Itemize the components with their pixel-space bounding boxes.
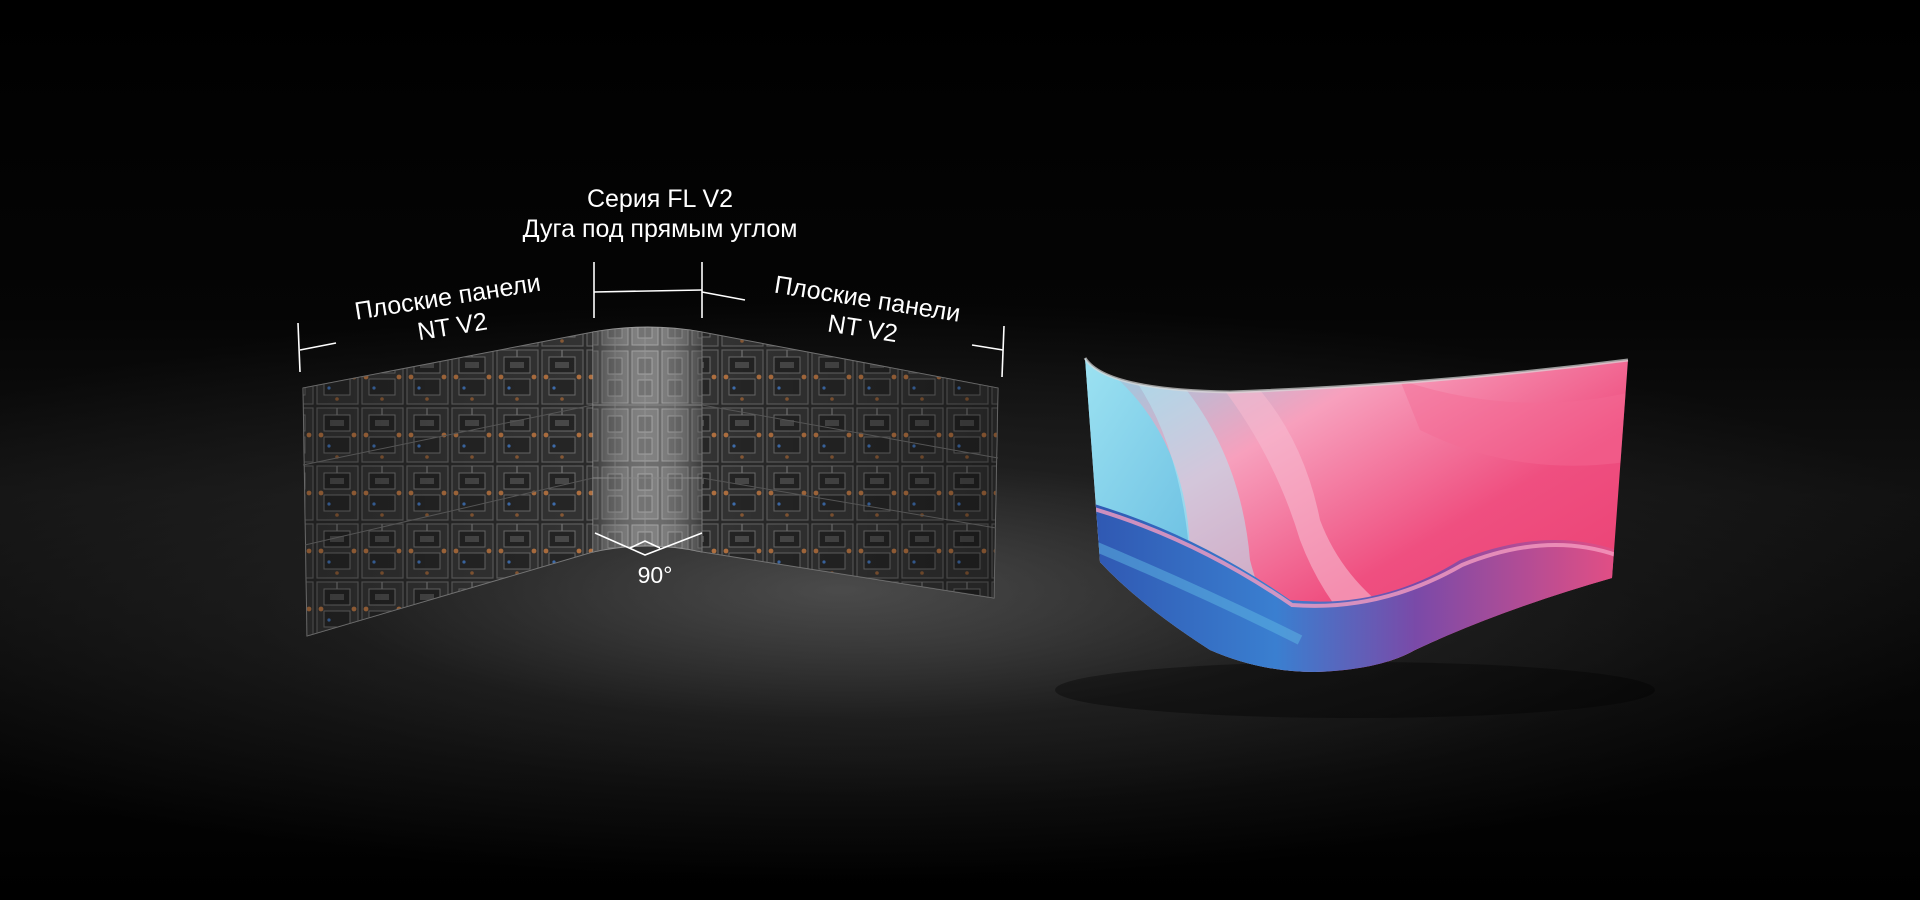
series-title: Серия FL V2 Дуга под прямым углом [500, 184, 820, 244]
dimension-lines [297, 262, 1005, 378]
curved-led-screen [1055, 357, 1655, 718]
arc-description: Дуга под прямым углом [522, 215, 798, 243]
left-flat-panels-wall [302, 331, 594, 637]
angle-label: 90° [637, 562, 673, 588]
fl-v2-arc-section [592, 326, 703, 553]
series-name: Серия FL V2 [586, 185, 734, 213]
right-flat-panels-wall [701, 331, 999, 599]
right-angle-marker [594, 532, 703, 556]
